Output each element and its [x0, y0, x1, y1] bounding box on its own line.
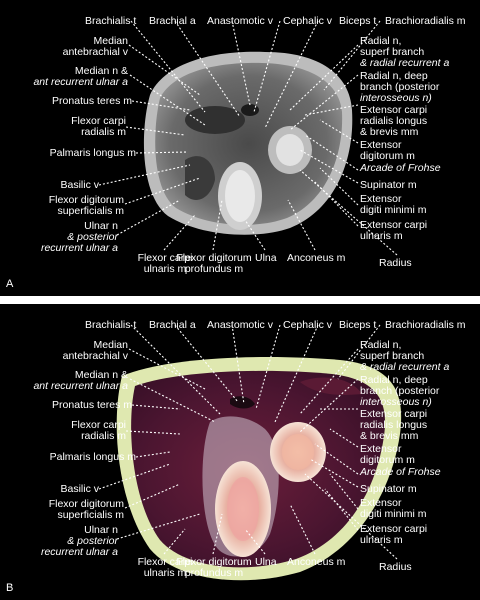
label-flexor-carpi-ulnaris-m: Flexor carpi ulnaris m — [137, 556, 193, 579]
panel-letter-a: A — [6, 278, 14, 290]
label-palmaris-longus-m: Palmaris longus m — [49, 147, 136, 159]
panel-b-anatomy-section: Brachialis t Brachial a Anastomotic v Ce… — [0, 304, 480, 600]
label-extensor-carpi-radialis-longus-brevis: Extensor carpi radialis longus & brevis … — [360, 104, 428, 138]
label-arcade-of-frohse: Arcade of Frohse — [360, 466, 441, 478]
label-extensor-carpi-ulnaris-m: Extensor carpi ulnaris m — [360, 523, 428, 546]
label-pronatus-teres-m: Pronatus teres m — [52, 399, 132, 411]
label-radial-n-deep: Radial n, deep branch (posterior interos… — [360, 70, 440, 104]
label-ulnar-n: Ulnar n & posterior recurrent ulnar a — [40, 220, 118, 254]
label-brachial-a: Brachial a — [149, 319, 196, 331]
label-palmaris-longus-m: Palmaris longus m — [49, 451, 136, 463]
label-ulnar-n: Ulnar n & posterior recurrent ulnar a — [40, 524, 118, 558]
label-ulna: Ulna — [255, 556, 277, 568]
label-median-n: Median n & ant recurrent ulnar a — [33, 369, 128, 392]
label-cephalic-v: Cephalic v — [283, 15, 333, 27]
label-brachialis-t: Brachialis t — [85, 15, 137, 27]
label-brachioradialis-m: Brachioradialis m — [385, 319, 466, 331]
panel-a-mri: Brachialis t Brachial a Anastomotic v Ce… — [0, 0, 480, 296]
label-extensor-carpi-ulnaris-m: Extensor carpi ulnaris m — [360, 219, 428, 242]
label-brachioradialis-m: Brachioradialis m — [385, 15, 466, 27]
label-supinator-m: Supinator m — [360, 179, 417, 191]
label-flexor-digitorum-superficialis-m: Flexor digitorum superficialis m — [48, 498, 124, 521]
anatomical-cross-section-image — [116, 357, 402, 581]
label-anastomotic-v: Anastomotic v — [207, 15, 273, 27]
label-flexor-digitorum-superficialis-m: Flexor digitorum superficialis m — [48, 194, 124, 217]
label-brachial-a: Brachial a — [149, 15, 196, 27]
label-radius: Radius — [379, 257, 412, 269]
leader-lines — [98, 324, 398, 560]
label-extensor-carpi-radialis-longus-brevis: Extensor carpi radialis longus & brevis … — [360, 408, 428, 442]
label-flexor-digitorum-profundus-m: Flexor digitorum profundus m — [176, 252, 252, 275]
label-biceps-t: Biceps t — [339, 15, 377, 27]
label-biceps-t: Biceps t — [339, 319, 377, 331]
label-flexor-carpi-ulnaris-m: Flexor carpi ulnaris m — [137, 252, 193, 275]
label-radial-n-superficial: Radial n, superf branch & radial recurre… — [360, 35, 450, 69]
label-extensor-digiti-minimi-m: Extensor digiti minimi m — [360, 193, 427, 216]
label-anconeus-m: Anconeus m — [287, 556, 346, 568]
label-flexor-carpi-radialis-m: Flexor carpi radialis m — [71, 419, 126, 442]
label-arcade-of-frohse: Arcade of Frohse — [360, 162, 441, 174]
label-radial-n-superficial: Radial n, superf branch & radial recurre… — [360, 339, 450, 373]
label-median-n: Median n & ant recurrent ulnar a — [33, 65, 128, 88]
label-supinator-m: Supinator m — [360, 483, 417, 495]
label-anastomotic-v: Anastomotic v — [207, 319, 273, 331]
label-basilic-v: Basilic v — [60, 483, 99, 495]
label-basilic-v: Basilic v — [60, 179, 99, 191]
panel-letter-b: B — [6, 582, 14, 594]
label-anconeus-m: Anconeus m — [287, 252, 346, 264]
label-pronatus-teres-m: Pronatus teres m — [52, 95, 132, 107]
label-cephalic-v: Cephalic v — [283, 319, 333, 331]
label-radius: Radius — [379, 561, 412, 573]
label-radial-n-deep: Radial n, deep branch (posterior interos… — [360, 374, 440, 408]
label-median-antebrachial-v: Median antebrachial v — [62, 35, 128, 58]
label-median-antebrachial-v: Median antebrachial v — [62, 339, 128, 362]
label-extensor-digitorum-m: Extensor digitorum m — [360, 139, 415, 162]
label-flexor-digitorum-profundus-m: Flexor digitorum profundus m — [176, 556, 252, 579]
label-brachialis-t: Brachialis t — [85, 319, 137, 331]
label-extensor-digitorum-m: Extensor digitorum m — [360, 443, 415, 466]
label-flexor-carpi-radialis-m: Flexor carpi radialis m — [71, 115, 126, 138]
leader-lines — [98, 20, 398, 256]
label-ulna: Ulna — [255, 252, 277, 264]
label-extensor-digiti-minimi-m: Extensor digiti minimi m — [360, 497, 427, 520]
mri-cross-section-image — [143, 51, 353, 235]
